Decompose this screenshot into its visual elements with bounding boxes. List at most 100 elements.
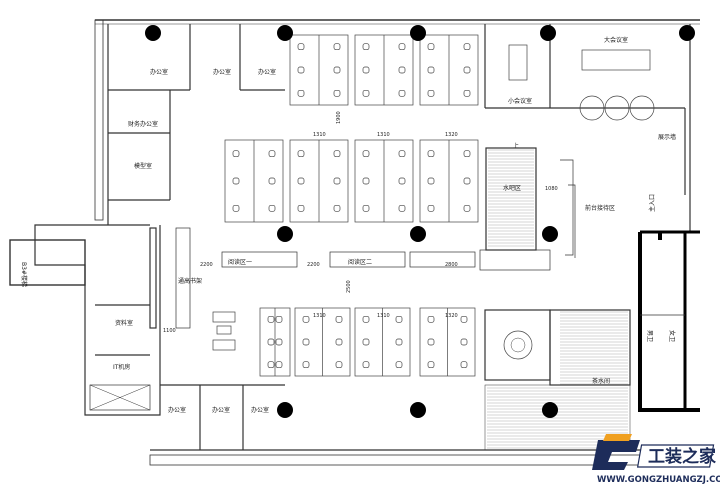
chair: [463, 43, 471, 51]
structural-columns: [145, 25, 695, 418]
chair: [333, 204, 341, 212]
chair: [362, 315, 370, 323]
chair: [362, 338, 370, 346]
column: [277, 402, 293, 418]
round-meeting-table: [503, 330, 533, 360]
chair: [395, 315, 403, 323]
chair: [297, 43, 305, 51]
chair: [335, 315, 343, 323]
chair: [302, 361, 310, 369]
chair: [463, 204, 471, 212]
dim-1900: 1900: [336, 111, 342, 124]
chair: [427, 177, 435, 185]
label-office-6: 办公室: [251, 406, 269, 414]
label-main-entrance: 主入口: [648, 194, 656, 212]
label-reception: 前台接待区: [585, 204, 615, 212]
chair: [398, 43, 406, 51]
chair: [362, 361, 370, 369]
label-display-wall: 展示墙: [658, 133, 676, 141]
dim-2800: 2800: [445, 262, 458, 268]
label-office-5: 办公室: [212, 406, 230, 414]
label-bar-area: 水吧区: [503, 184, 521, 192]
chair: [275, 315, 283, 323]
chair: [427, 89, 435, 97]
small-meeting-table: [508, 44, 528, 81]
dim-1310b: 1310: [377, 132, 390, 138]
chair: [427, 315, 435, 323]
dim-1100: 1100: [163, 328, 176, 334]
column: [277, 25, 293, 41]
chair: [362, 150, 370, 158]
chair: [427, 204, 435, 212]
chair: [362, 66, 370, 74]
chair: [398, 177, 406, 185]
logo-mark-accent: [603, 434, 632, 441]
chair: [427, 66, 435, 74]
dim-2500: 2500: [346, 280, 352, 293]
workstations: [224, 34, 479, 377]
large-meeting-table: [581, 49, 651, 71]
chair: [302, 315, 310, 323]
label-large-meeting: 大会议室: [604, 36, 628, 44]
column: [542, 226, 558, 242]
column: [542, 402, 558, 418]
label-small-meeting: 小会议室: [508, 97, 532, 105]
chair: [427, 361, 435, 369]
chair: [333, 150, 341, 158]
chair: [232, 204, 240, 212]
chair: [460, 315, 468, 323]
chair: [275, 338, 283, 346]
logo-url: WWW.GONGZHUANGZJ.COM: [597, 475, 720, 485]
label-office-4: 办公室: [168, 406, 186, 414]
dim-1310d: 1310: [377, 313, 390, 319]
chair: [268, 177, 276, 185]
label-office-1: 办公室: [150, 68, 168, 76]
chair: [267, 338, 275, 346]
dim-1320a: 1320: [445, 132, 458, 138]
chair: [275, 361, 283, 369]
chair: [460, 338, 468, 346]
label-archive: 资料室: [115, 319, 133, 327]
label-office-2: 办公室: [213, 68, 231, 76]
chair: [463, 89, 471, 97]
wood-floor-hatching: [487, 149, 628, 449]
dim-2200a: 2200: [200, 262, 213, 268]
label-finance-office: 财务办公室: [128, 120, 158, 128]
chair: [267, 315, 275, 323]
chair: [463, 150, 471, 158]
column: [410, 226, 426, 242]
logo-name: 工装之家: [648, 446, 716, 467]
label-office-3: 办公室: [258, 68, 276, 76]
chair: [460, 361, 468, 369]
chair: [398, 204, 406, 212]
chair: [398, 66, 406, 74]
logo-mark: [592, 440, 640, 470]
label-it-room: IT机房: [113, 363, 130, 371]
chair: [427, 338, 435, 346]
column: [540, 25, 556, 41]
round-table-center: [510, 337, 526, 353]
column: [410, 402, 426, 418]
dim-1080: 1080: [545, 186, 558, 192]
chair: [463, 66, 471, 74]
dim-1310a: 1310: [313, 132, 326, 138]
label-stair: B3#楼梯: [20, 262, 28, 287]
chair: [297, 150, 305, 158]
chair: [362, 204, 370, 212]
room-labels: 办公室 办公室 办公室 财务办公室 模型室 小会议室 大会议室 展示墙 前台接待…: [20, 36, 676, 414]
chair: [297, 89, 305, 97]
chair: [267, 361, 275, 369]
label-reading-2: 阅读区二: [348, 258, 372, 266]
label-bookshelf: 通高书架: [178, 277, 202, 285]
chair: [297, 66, 305, 74]
label-reading-1: 阅读区一: [228, 258, 252, 266]
chair: [463, 177, 471, 185]
chair: [302, 338, 310, 346]
column: [277, 226, 293, 242]
column: [145, 25, 161, 41]
logo-name-box: [636, 444, 715, 468]
chair: [398, 150, 406, 158]
label-wc-f: 女卫: [668, 330, 676, 342]
chair: [362, 43, 370, 51]
